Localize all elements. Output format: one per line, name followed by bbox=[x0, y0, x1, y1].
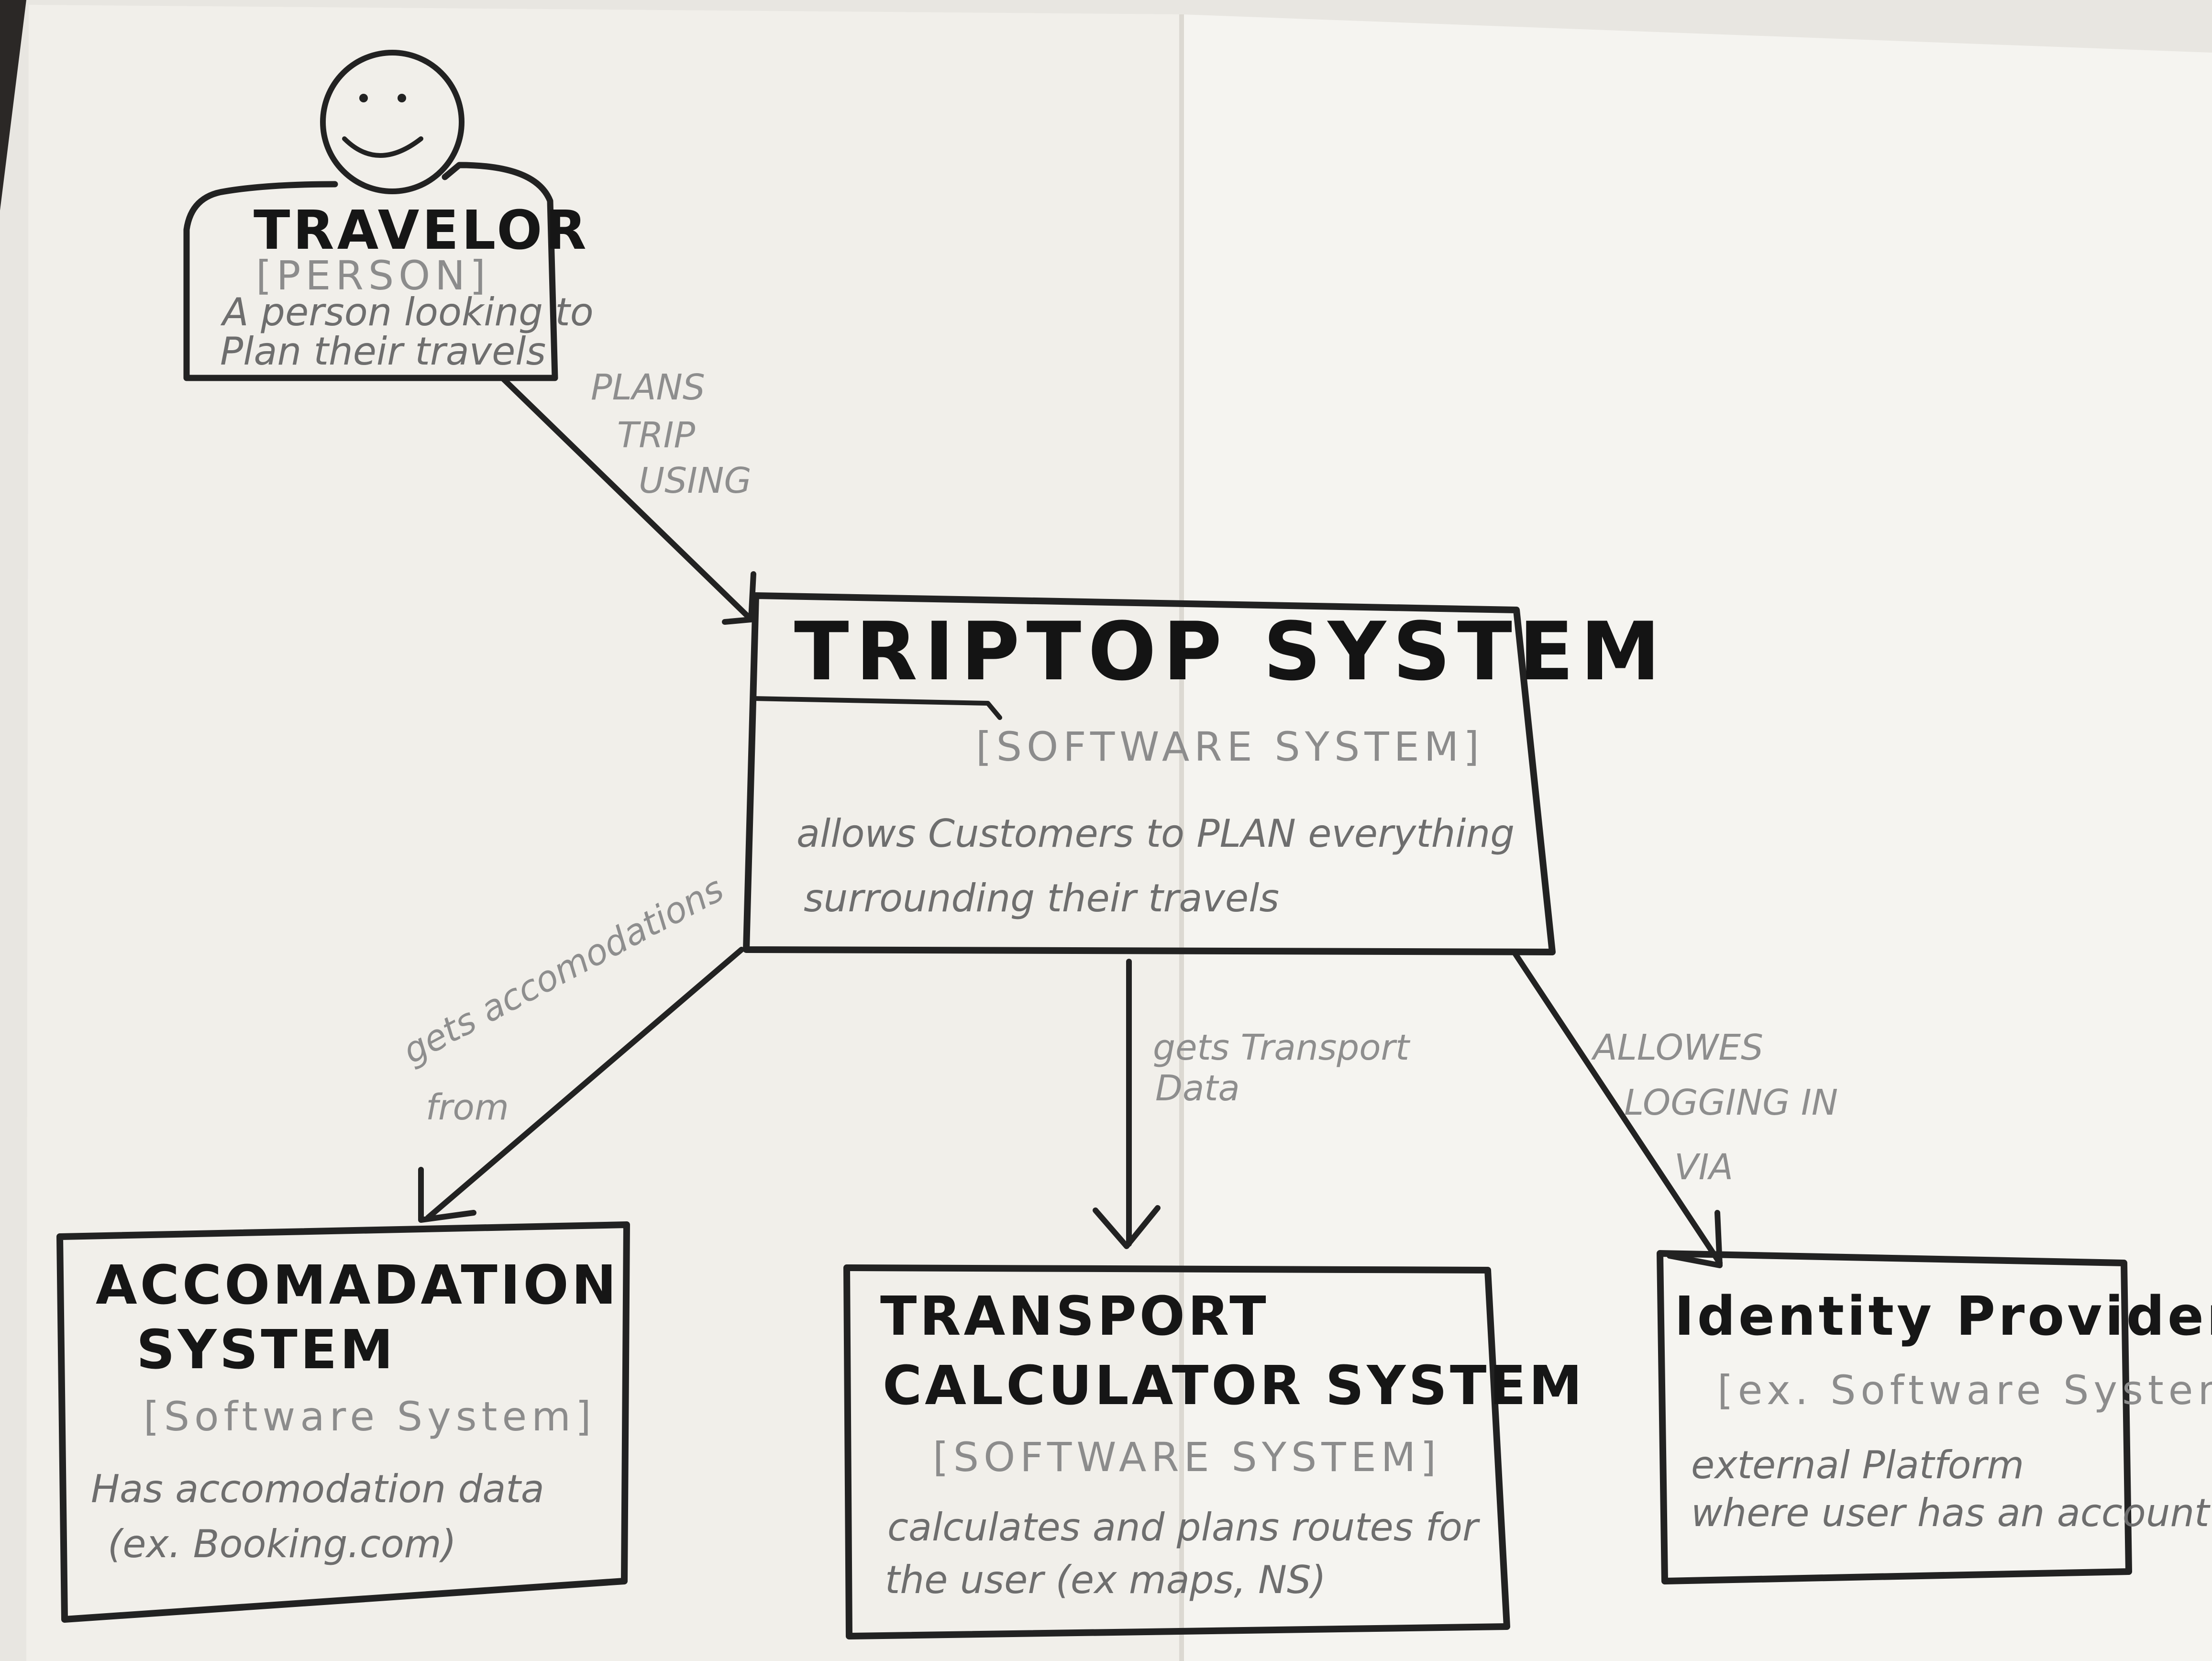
transport-title-line2: CALCULATOR SYSTEM bbox=[883, 1355, 1585, 1417]
triptop-title-divider bbox=[751, 696, 1002, 720]
transport-type: [SOFTWARE SYSTEM] bbox=[933, 1434, 1441, 1481]
accomodation-box bbox=[56, 1221, 630, 1623]
edge-traveler-triptop-arrowhead bbox=[722, 571, 756, 625]
edge-traveler-triptop-label-line1: PLANS bbox=[591, 367, 705, 408]
accomodation-title-line1: ACCOMADATION bbox=[96, 1254, 619, 1317]
edge-triptop-identity-label-line1: ALLOWES bbox=[1591, 1027, 1763, 1068]
edge-triptop-accomodation-arrowhead bbox=[418, 1167, 476, 1223]
person-right-eye bbox=[398, 94, 406, 102]
accomodation-type: [Software System] bbox=[144, 1393, 596, 1440]
triptop-desc-line2: surrounding their travels bbox=[804, 876, 1279, 920]
identity-desc-line2: where user has an account bbox=[1691, 1491, 2211, 1535]
person-body bbox=[183, 162, 558, 381]
left-page bbox=[26, 5, 1182, 1661]
person-head bbox=[320, 50, 465, 194]
edge-triptop-identity-label-line3: VIA bbox=[1674, 1147, 1733, 1188]
traveler-desc-line2: Plan their travels bbox=[220, 329, 546, 374]
edge-triptop-to-identity: ALLOWES LOGGING IN VIA bbox=[1511, 949, 1838, 1268]
edge-triptop-to-transport: gets Transport Data bbox=[1093, 959, 1411, 1249]
accomodation-desc-line1: Has accomodation data bbox=[91, 1467, 544, 1511]
transport-desc-line1: calculates and plans routes for bbox=[887, 1505, 1481, 1550]
right-page bbox=[1182, 14, 2212, 1661]
traveler-title: TRAVELOR bbox=[254, 199, 589, 262]
node-triptop-system: TRIPTOP SYSTEM [SOFTWARE SYSTEM] allows … bbox=[743, 592, 1667, 955]
node-transport-calculator-system: TRANSPORT CALCULATOR SYSTEM [SOFTWARE SY… bbox=[843, 1264, 1585, 1639]
node-traveler: TRAVELOR [PERSON] A person looking to Pl… bbox=[183, 50, 594, 381]
triptop-desc-line1: allows Customers to PLAN everything bbox=[796, 811, 1515, 856]
person-smile bbox=[342, 136, 423, 158]
edge-traveler-triptop-label-line2: TRIP bbox=[617, 415, 695, 456]
edge-triptop-accomodation-line bbox=[425, 947, 744, 1220]
node-accomodation-system: ACCOMADATION SYSTEM [Software System] Ha… bbox=[56, 1221, 630, 1623]
triptop-type: [SOFTWARE SYSTEM] bbox=[976, 723, 1484, 770]
triptop-box bbox=[743, 592, 1556, 955]
transport-box bbox=[843, 1264, 1510, 1639]
accomodation-title-line2: SYSTEM bbox=[136, 1319, 396, 1381]
edge-traveler-triptop-label-line3: USING bbox=[639, 460, 752, 501]
edge-triptop-transport-arrowhead bbox=[1093, 1205, 1161, 1249]
edge-triptop-identity-line bbox=[1511, 949, 1723, 1266]
transport-desc-line2: the user (ex maps, NS) bbox=[885, 1558, 1326, 1602]
node-identity-provider: Identity Provider [ex. Software System] … bbox=[1657, 1250, 2212, 1584]
traveler-type: [PERSON] bbox=[256, 252, 490, 299]
traveler-desc-line1: A person looking to bbox=[220, 290, 594, 334]
identity-title: Identity Provider bbox=[1674, 1285, 2212, 1348]
accomodation-desc-line2: (ex. Booking.com) bbox=[108, 1522, 456, 1566]
edge-traveler-triptop-line bbox=[499, 375, 752, 620]
triptop-title: TRIPTOP SYSTEM bbox=[794, 605, 1667, 698]
transport-title-line1: TRANSPORT bbox=[880, 1285, 1269, 1348]
edge-triptop-identity-label-line2: LOGGING IN bbox=[1624, 1082, 1838, 1123]
edge-triptop-identity-arrowhead bbox=[1667, 1210, 1723, 1268]
edge-traveler-to-triptop: PLANS TRIP USING bbox=[499, 367, 756, 625]
edge-triptop-accomodation-label-line2: from bbox=[426, 1087, 509, 1128]
person-left-eye bbox=[359, 94, 368, 102]
identity-type: [ex. Software System] bbox=[1717, 1367, 2212, 1414]
identity-desc-line1: external Platform bbox=[1691, 1443, 2024, 1487]
edge-triptop-transport-label-line1: gets Transport bbox=[1153, 1027, 1411, 1068]
identity-box bbox=[1657, 1250, 2132, 1584]
edge-triptop-transport-label-line2: Data bbox=[1155, 1068, 1240, 1109]
